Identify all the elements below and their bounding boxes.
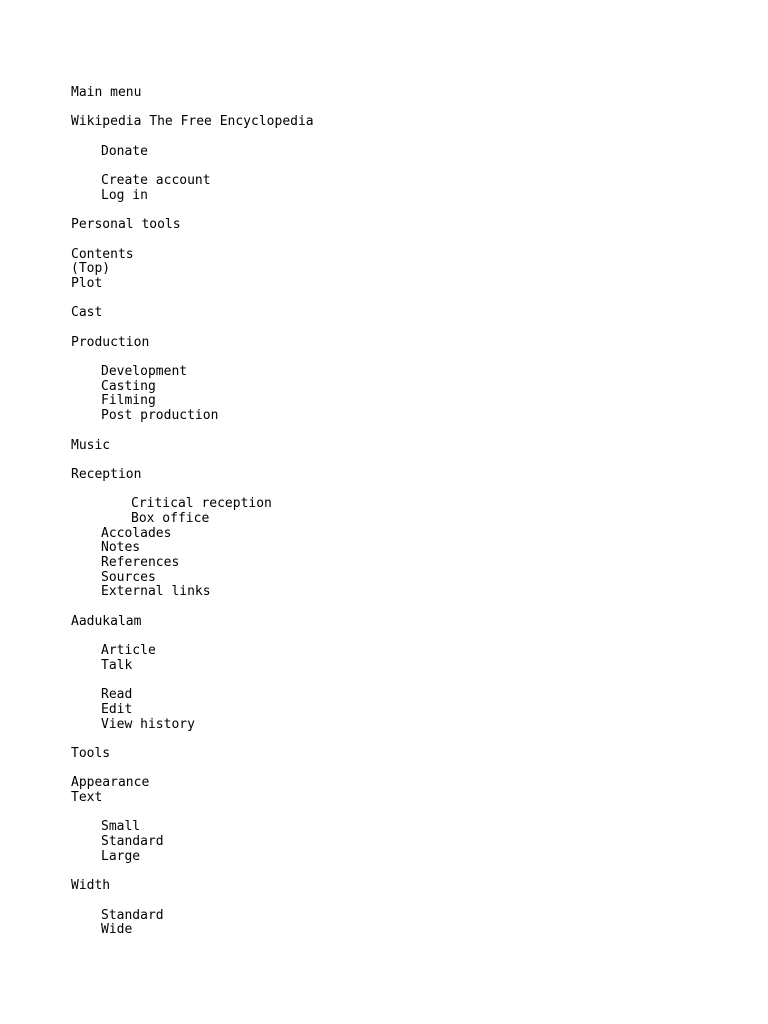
text-size-large-option[interactable]: Large: [101, 848, 141, 864]
tab-edit[interactable]: Edit: [101, 701, 133, 717]
text-size-standard-option[interactable]: Standard: [101, 834, 164, 850]
toc-item-sources[interactable]: Sources: [101, 569, 156, 585]
toc-item-external-links[interactable]: External links: [101, 584, 211, 600]
toc-item-accolades[interactable]: Accolades: [101, 525, 172, 541]
toc-item-filming[interactable]: Filming: [101, 393, 156, 409]
toc-item-development[interactable]: Development: [101, 364, 188, 380]
contents-heading: Contents: [71, 246, 134, 262]
toc-item-music[interactable]: Music: [71, 437, 111, 453]
toc-item-casting[interactable]: Casting: [101, 378, 156, 394]
toc-item-cast[interactable]: Cast: [71, 305, 103, 321]
spacer: [71, 321, 751, 336]
spacer: [71, 806, 751, 821]
page-content: Main menu Wikipedia The Free Encyclopedi…: [71, 85, 751, 938]
toc-item-post-production[interactable]: Post production: [101, 408, 219, 424]
tab-read[interactable]: Read: [101, 687, 133, 703]
text-size-small-option[interactable]: Small: [101, 819, 141, 835]
width-standard-option[interactable]: Standard: [101, 907, 164, 923]
toc-item-top[interactable]: (Top): [71, 261, 111, 277]
tab-article[interactable]: Article: [101, 643, 156, 659]
spacer: [71, 101, 751, 116]
donate-link[interactable]: Donate: [101, 143, 148, 159]
width-wide-option[interactable]: Wide: [101, 922, 133, 938]
spacer: [71, 233, 751, 248]
appearance-heading: Appearance: [71, 775, 150, 791]
spacer: [71, 350, 751, 365]
toc-item-production[interactable]: Production: [71, 334, 150, 350]
spacer: [71, 453, 751, 468]
personal-tools-button[interactable]: Personal tools: [71, 217, 181, 233]
toc-item-notes[interactable]: Notes: [101, 540, 141, 556]
spacer: [71, 894, 751, 909]
toc-item-plot[interactable]: Plot: [71, 275, 103, 291]
spacer: [71, 130, 751, 145]
site-logo-link[interactable]: Wikipedia The Free Encyclopedia: [71, 114, 314, 130]
log-in-link[interactable]: Log in: [101, 187, 148, 203]
create-account-link[interactable]: Create account: [101, 173, 211, 189]
text-size-label: Text: [71, 790, 103, 805]
spacer: [71, 674, 751, 689]
spacer: [71, 204, 751, 219]
spacer: [71, 292, 751, 307]
toc-item-box-office[interactable]: Box office: [131, 510, 210, 526]
spacer: [71, 159, 751, 174]
spacer: [71, 483, 751, 498]
spacer: [71, 864, 751, 879]
page-title: Aadukalam: [71, 613, 142, 629]
tab-view-history[interactable]: View history: [101, 716, 195, 732]
spacer: [71, 629, 751, 644]
spacer: [71, 762, 751, 777]
spacer: [71, 600, 751, 615]
toc-item-critical-reception[interactable]: Critical reception: [131, 496, 272, 512]
toc-item-references[interactable]: References: [101, 555, 180, 570]
spacer: [71, 424, 751, 439]
width-label: Width: [71, 878, 111, 894]
main-menu-button[interactable]: Main menu: [71, 85, 142, 100]
tools-button[interactable]: Tools: [71, 745, 111, 761]
tab-talk[interactable]: Talk: [101, 657, 133, 673]
toc-item-reception[interactable]: Reception: [71, 466, 142, 482]
spacer: [71, 732, 751, 747]
